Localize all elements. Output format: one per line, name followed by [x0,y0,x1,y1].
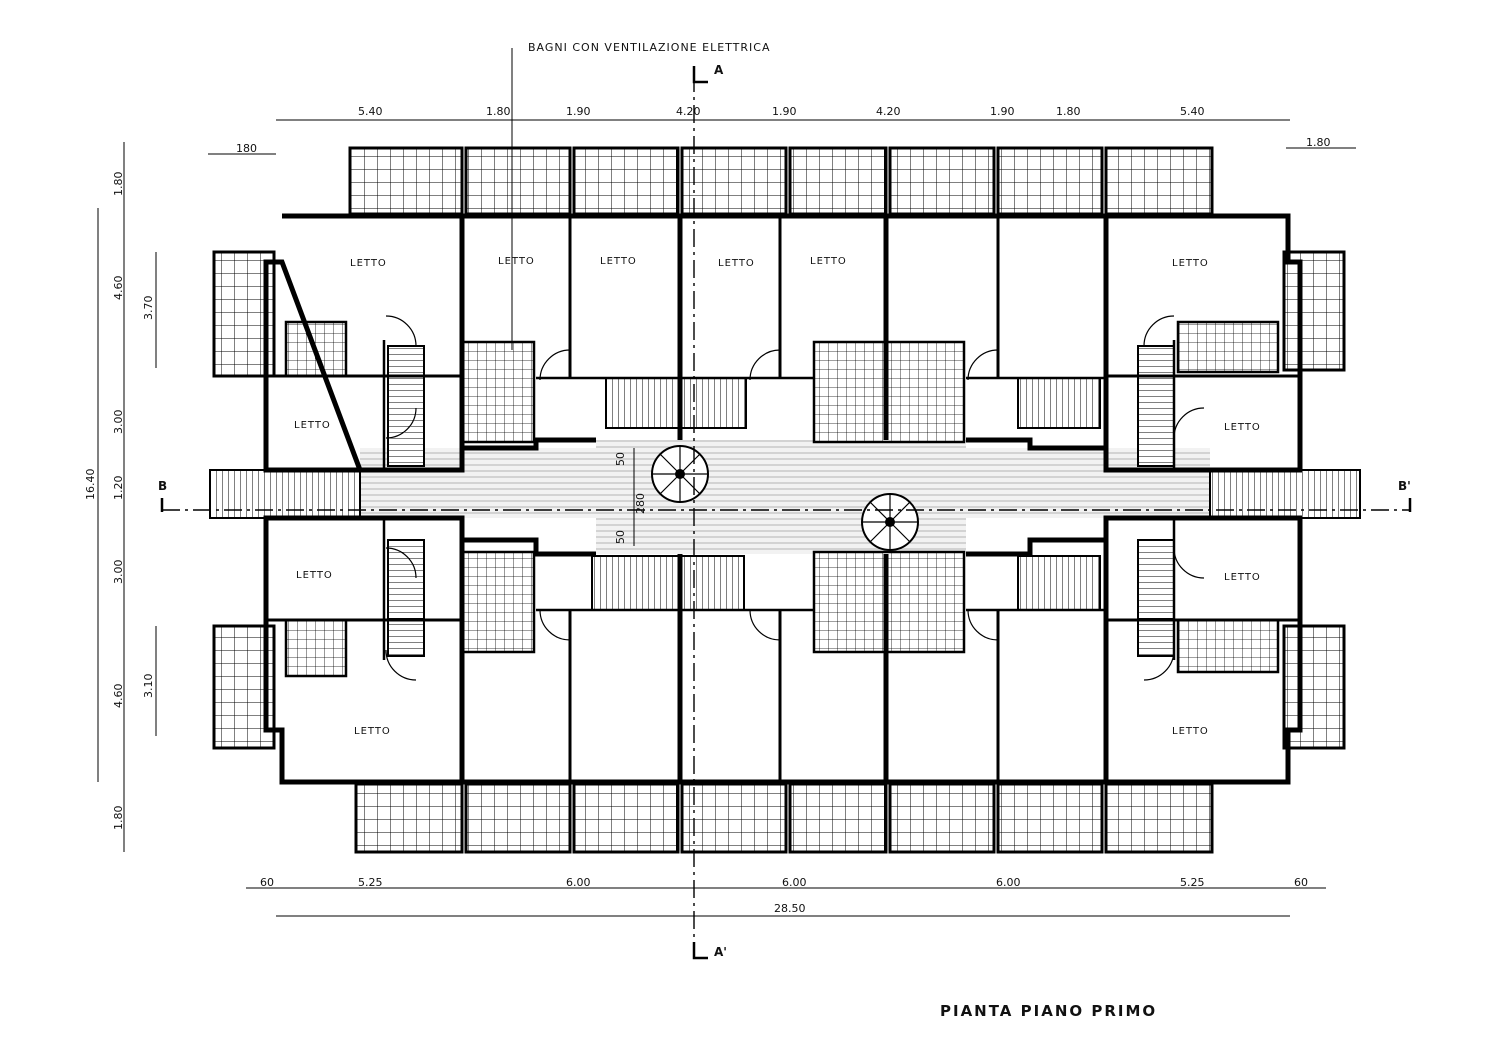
section-mark-a-prime: A' [714,945,727,959]
dim-top-5: 1.90 [772,105,797,118]
spiral-stair-right [861,493,919,551]
balcony-top-8 [1104,146,1214,216]
balcony-bottom-6 [888,782,996,854]
room-label-letto-3: LETTO [600,256,637,267]
dim-top-1: 5.40 [358,105,383,118]
dim-top-small-right: 1.80 [1306,136,1331,149]
dim-bottom-total: 28.50 [774,902,806,915]
walls [263,213,1303,785]
balcony-bottom-8 [1104,782,1214,854]
spiral-stair-left [651,445,709,503]
stair-unit-1-top [387,345,425,467]
section-mark-a: A [714,63,724,77]
bathroom-unit-4-bottom [812,550,966,654]
bathroom-right-bottom [1176,618,1280,674]
balcony-bottom-7 [996,782,1104,854]
dim-left-3: 3.00 [112,410,125,435]
room-label-letto-11: LETTO [354,726,391,737]
dim-top-4: 4.20 [676,105,701,118]
balcony-bottom-4 [680,782,788,854]
bathroom-left-bottom [284,618,348,678]
dim-bottom-2: 6.00 [566,876,591,889]
dim-left-5: 3.00 [112,560,125,585]
stair-dim-mid: 280 [634,493,647,514]
section-mark-b: B [158,479,167,493]
stair-unit-3-bottom [591,555,745,611]
dim-left-6: 4.60 [112,684,125,709]
dim-top-small-left: 180 [236,142,257,155]
room-label-letto-10: LETTO [1224,572,1261,583]
stair-unit-6-bottom [1137,539,1175,657]
room-label-letto-7: LETTO [294,420,331,431]
dim-left-inner-2: 3.10 [142,674,155,699]
doors [385,315,1205,681]
ventilation-note: BAGNI CON VENTILAZIONE ELETTRICA [528,41,771,54]
room-label-letto-9: LETTO [296,570,333,581]
room-label-letto-8: LETTO [1224,422,1261,433]
dim-left-inner-1: 3.70 [142,296,155,321]
balconies [212,146,1346,854]
section-mark-b-prime: B' [1398,479,1411,493]
stair-unit-3-top [605,377,747,429]
dims-left: 1.80 4.60 3.00 1.20 3.00 4.60 1.80 [112,172,125,831]
balcony-bottom-3 [572,782,680,854]
service-blocks [284,320,1280,678]
dim-bottom-1: 5.25 [358,876,383,889]
dim-top-8: 1.80 [1056,105,1081,118]
stair-dim-bottom: 50 [614,530,627,544]
balcony-top-1 [348,146,464,216]
dim-left-2: 4.60 [112,276,125,301]
dim-bottom-3: 6.00 [782,876,807,889]
dim-top-9: 5.40 [1180,105,1205,118]
bathroom-unit-2-bottom [460,550,536,654]
balcony-top-6 [888,146,996,216]
room-label-letto-5: LETTO [810,256,847,267]
room-label-letto-6: LETTO [1172,258,1209,269]
dim-left-4: 1.20 [112,476,125,501]
dim-left-1: 1.80 [112,172,125,197]
dim-top-2: 1.80 [486,105,511,118]
access-stair-left [209,469,361,519]
dim-bottom-5: 5.25 [1180,876,1205,889]
balcony-bottom-5 [788,782,888,854]
balcony-top-3 [572,146,680,216]
dim-bottom-4: 6.00 [996,876,1021,889]
stair-unit-5-bottom [1017,555,1101,611]
bathroom-unit-2-top [460,340,536,444]
dim-top-6: 4.20 [876,105,901,118]
dims-bottom: 5.25 6.00 6.00 6.00 5.25 [358,876,1205,889]
dim-left-total: 16.40 [84,469,97,501]
section-lines [160,48,1412,960]
dim-top-7: 1.90 [990,105,1015,118]
room-label-letto-4: LETTO [718,258,755,269]
central-corridor [209,440,1361,554]
bathroom-unit-4-top [812,340,966,444]
dimension-lines [97,119,1356,917]
drawing-title: PIANTA PIANO PRIMO [940,1002,1157,1020]
dim-top-3: 1.90 [566,105,591,118]
balcony-bottom-2 [464,782,572,854]
balcony-top-5 [788,146,888,216]
dim-bottom-end-left: 60 [260,876,274,889]
dims-left-inner: 3.70 3.10 [142,296,155,699]
room-label-letto-12: LETTO [1172,726,1209,737]
access-stair-right [1209,469,1361,519]
room-labels: LETTO LETTO LETTO LETTO LETTO LETTO LETTO LETTO… [294,256,1261,737]
dim-bottom-end-right: 60 [1294,876,1308,889]
dims-top: 5.40 1.80 1.90 4.20 1.90 4.20 1.90 1.80 5.40 [358,105,1205,118]
balcony-bottom-1 [354,782,464,854]
bathroom-right-top [1176,320,1280,374]
stair-unit-1-bottom [387,539,425,657]
balcony-top-2 [464,146,572,216]
stair-unit-5-top [1017,377,1101,429]
stair-dim-top: 50 [614,452,627,466]
room-label-letto-2: LETTO [498,256,535,267]
stair-unit-6-top [1137,345,1175,467]
dim-left-7: 1.80 [112,806,125,831]
balcony-top-4 [680,146,788,216]
room-label-letto-1: LETTO [350,258,387,269]
balcony-right-top [1282,250,1346,372]
balcony-top-7 [996,146,1104,216]
